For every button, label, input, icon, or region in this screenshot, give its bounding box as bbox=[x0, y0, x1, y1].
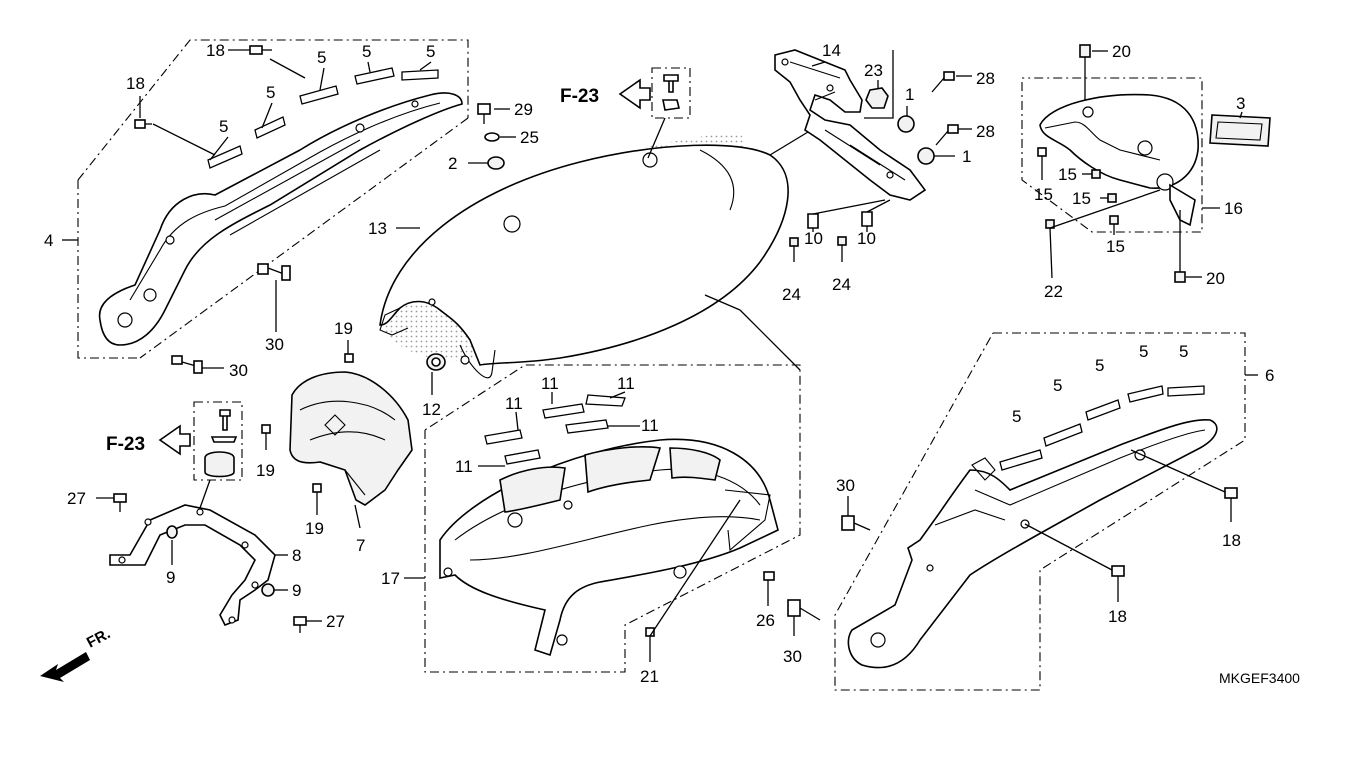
callout-17: 17 bbox=[381, 569, 400, 588]
callout-27: 27 bbox=[326, 612, 345, 631]
callout-19: 19 bbox=[334, 319, 353, 338]
callout-5: 5 bbox=[219, 117, 228, 136]
callout-30: 30 bbox=[265, 335, 284, 354]
callout-25: 25 bbox=[520, 128, 539, 147]
callout-18: 18 bbox=[126, 74, 145, 93]
license-light-assembly bbox=[1021, 77, 1271, 233]
callout-6: 6 bbox=[1265, 366, 1274, 385]
callout-5: 5 bbox=[426, 42, 435, 61]
hardware-fasteners bbox=[113, 44, 1238, 637]
callout-10: 10 bbox=[804, 229, 823, 248]
callout-18: 18 bbox=[206, 41, 225, 60]
callout-19: 19 bbox=[256, 461, 275, 480]
callout-10: 10 bbox=[857, 229, 876, 248]
callout-5: 5 bbox=[1053, 376, 1062, 395]
callout-20: 20 bbox=[1206, 269, 1225, 288]
callout-11: 11 bbox=[641, 416, 659, 435]
callout-5: 5 bbox=[266, 83, 275, 102]
callout-15: 15 bbox=[1058, 165, 1077, 184]
callout-29: 29 bbox=[514, 100, 533, 119]
callout-5: 5 bbox=[1095, 356, 1104, 375]
callout-5: 5 bbox=[1012, 407, 1021, 426]
callout-15: 15 bbox=[1072, 189, 1091, 208]
callout-5: 5 bbox=[317, 48, 326, 67]
callout-24: 24 bbox=[832, 275, 851, 294]
callout-2: 2 bbox=[448, 154, 457, 173]
f23-reference-top: F-23 bbox=[560, 67, 691, 159]
callout-12: 12 bbox=[422, 400, 441, 419]
callout-15: 15 bbox=[1034, 185, 1053, 204]
callout-5: 5 bbox=[1139, 342, 1148, 361]
callout-9: 9 bbox=[166, 568, 175, 587]
callout-11: 11 bbox=[617, 374, 635, 393]
front-direction-arrow: FR. bbox=[40, 625, 113, 682]
callout-30: 30 bbox=[836, 476, 855, 495]
callout-30: 30 bbox=[783, 647, 802, 666]
callout-3: 3 bbox=[1236, 94, 1245, 113]
callout-28: 28 bbox=[976, 69, 995, 88]
license-bracket bbox=[774, 49, 927, 201]
callout-4: 4 bbox=[44, 231, 53, 250]
callout-11: 11 bbox=[541, 374, 559, 393]
callout-24: 24 bbox=[782, 285, 801, 304]
callout-15: 15 bbox=[1106, 237, 1125, 256]
callout-23: 23 bbox=[864, 61, 883, 80]
callout-16: 16 bbox=[1224, 199, 1243, 218]
callout-21: 21 bbox=[640, 667, 659, 686]
left-grab-rail bbox=[77, 39, 469, 359]
callout-26: 26 bbox=[756, 611, 775, 630]
lower-bracket bbox=[109, 504, 276, 627]
right-grab-rail bbox=[834, 332, 1246, 691]
callout-8: 8 bbox=[292, 546, 301, 565]
callout-11: 11 bbox=[505, 394, 523, 413]
callout-22: 22 bbox=[1044, 282, 1063, 301]
rear-fender-main bbox=[379, 132, 789, 379]
callout-labels: 1 1 2 3 4 5 5 5 5 5 5 5 5 5 5 6 7 8 9 9 … bbox=[44, 41, 1274, 686]
callout-18: 18 bbox=[1222, 531, 1241, 550]
reference-f23-top: F-23 bbox=[560, 86, 599, 107]
callout-11: 11 bbox=[455, 457, 473, 476]
callout-13: 13 bbox=[368, 219, 387, 238]
front-direction-label: FR. bbox=[84, 625, 113, 651]
splash-guard bbox=[289, 371, 413, 506]
callout-30: 30 bbox=[229, 361, 248, 380]
callout-27: 27 bbox=[67, 489, 86, 508]
callout-20: 20 bbox=[1112, 42, 1131, 61]
callout-28: 28 bbox=[976, 122, 995, 141]
callout-5: 5 bbox=[362, 42, 371, 61]
callout-14: 14 bbox=[822, 41, 841, 60]
callout-1: 1 bbox=[962, 147, 971, 166]
callout-5: 5 bbox=[1179, 342, 1188, 361]
callout-19: 19 bbox=[305, 519, 324, 538]
callout-7: 7 bbox=[356, 536, 365, 555]
inner-fender bbox=[424, 364, 801, 673]
callout-1: 1 bbox=[905, 85, 914, 104]
callout-18: 18 bbox=[1108, 607, 1127, 626]
leader-lines bbox=[62, 49, 1258, 662]
f23-reference-left: F-23 bbox=[106, 401, 243, 509]
reference-f23-left: F-23 bbox=[106, 434, 145, 455]
diagram-code: MKGEF3400 bbox=[1219, 670, 1300, 686]
callout-9: 9 bbox=[292, 581, 301, 600]
